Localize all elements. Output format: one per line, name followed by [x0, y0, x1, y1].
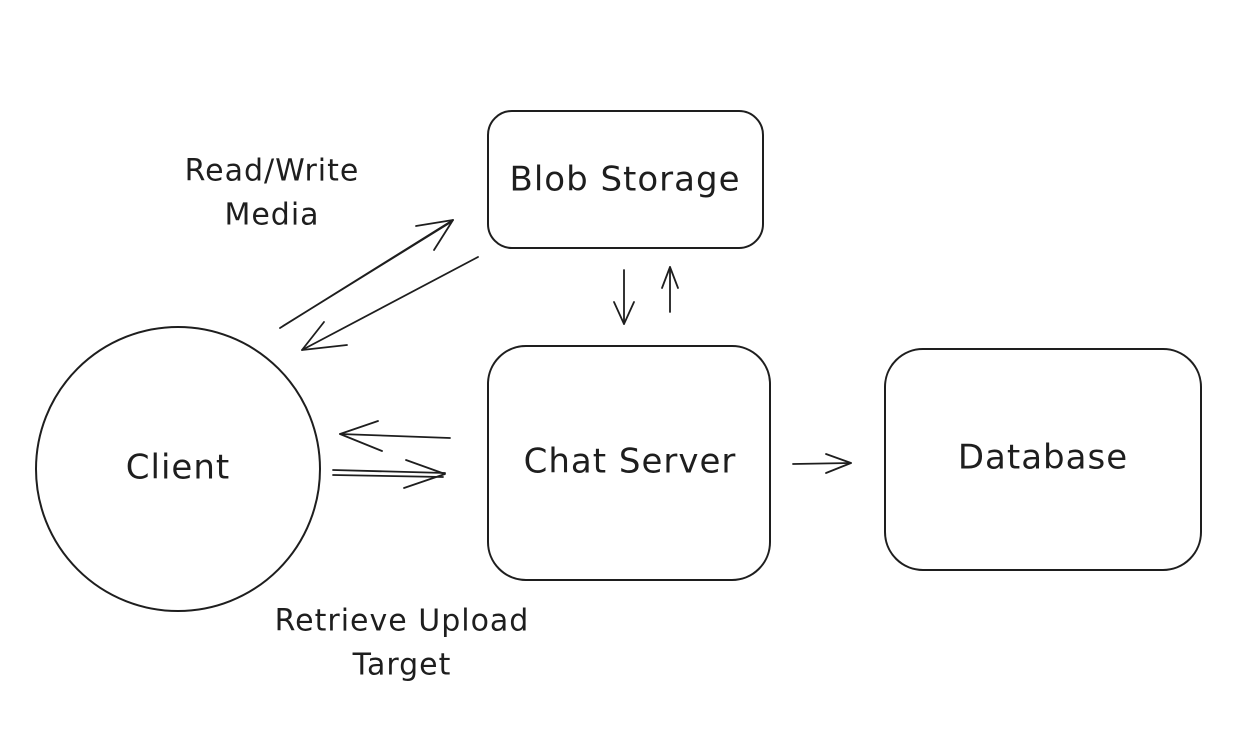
- annotation-line: Retrieve Upload: [275, 604, 530, 639]
- edge-line: [339, 433, 451, 439]
- database-label: Database: [958, 438, 1128, 478]
- edge-line: [792, 462, 852, 465]
- edge-chat-server-to-blob-storage: [661, 266, 679, 313]
- arrowhead-icon: [403, 459, 446, 489]
- arrowhead-icon: [613, 301, 635, 325]
- client-circle: [35, 326, 321, 612]
- edge-chat-server-to-database: [792, 453, 852, 474]
- arrowhead-icon: [415, 219, 454, 251]
- annotation-read-write-media: Read/Write Media: [185, 154, 360, 233]
- blob-storage-box: [487, 110, 764, 249]
- edge-client-to-blob-storage: [279, 219, 454, 329]
- chat-server-box: [487, 345, 771, 581]
- annotation-retrieve-upload-target: Retrieve Upload Target: [275, 604, 530, 683]
- edge-line: [279, 219, 454, 329]
- arrowhead-icon: [825, 453, 852, 474]
- edge-blob-storage-to-client: [301, 256, 479, 351]
- chat-server-label: Chat Server: [524, 442, 737, 482]
- arrowhead-icon: [301, 321, 348, 351]
- blob-storage-label: Blob Storage: [510, 160, 741, 200]
- annotation-line: Target: [352, 648, 452, 683]
- arrowhead-icon: [661, 266, 679, 289]
- node-client[interactable]: Client: [35, 326, 321, 612]
- node-chat-server[interactable]: Chat Server: [487, 345, 771, 581]
- arrowhead-icon: [339, 420, 383, 452]
- client-label: Client: [126, 448, 230, 488]
- edge-chat-server-to-client: [339, 420, 451, 452]
- edge-blob-storage-to-chat-server: [613, 269, 635, 325]
- edge-line: [332, 469, 446, 478]
- database-box: [884, 348, 1202, 571]
- edge-line: [301, 256, 479, 351]
- annotation-line: Read/Write: [185, 154, 360, 189]
- node-blob-storage[interactable]: Blob Storage: [487, 110, 764, 249]
- edge-client-to-chat-server: [332, 459, 446, 489]
- node-database[interactable]: Database: [884, 348, 1202, 571]
- annotation-line: Media: [224, 198, 319, 233]
